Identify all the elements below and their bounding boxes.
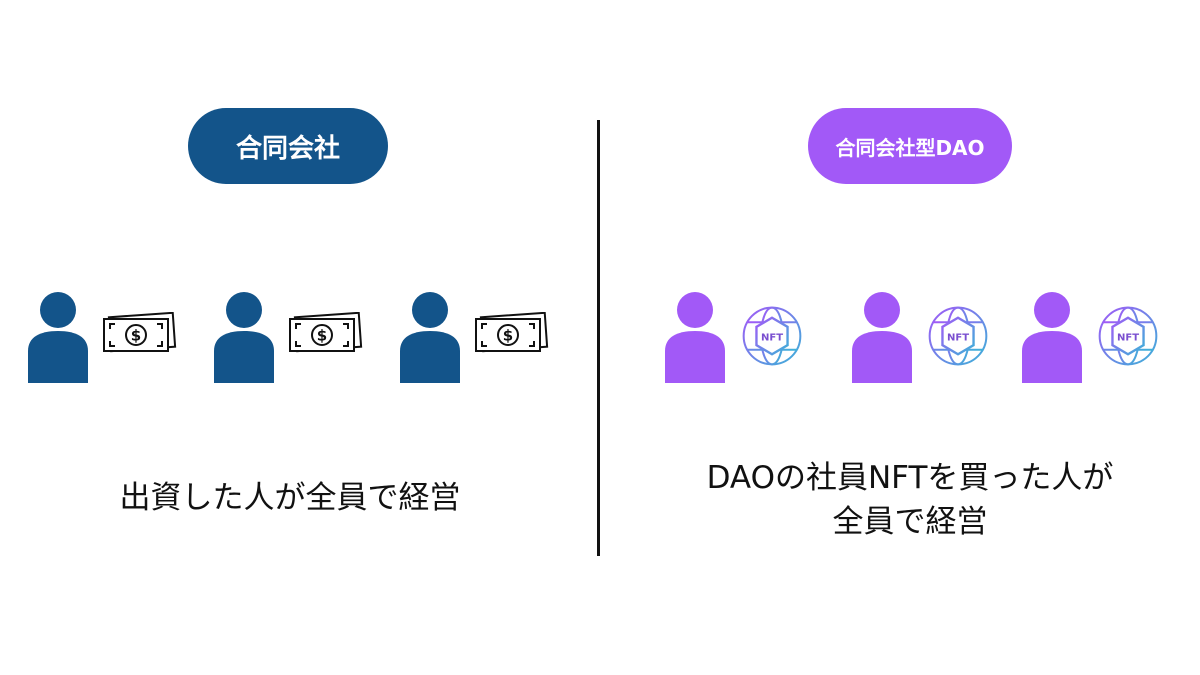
person-icon <box>1020 291 1084 383</box>
llc-dao-badge: 合同会社型DAO <box>808 108 1012 184</box>
person-icon <box>26 291 90 383</box>
person-icon <box>663 291 727 383</box>
llc-badge: 合同会社 <box>188 108 388 184</box>
llc-badge-label: 合同会社 <box>235 133 340 164</box>
llc-dao-caption-line2: 全員で経営 <box>832 504 988 540</box>
llc-caption: 出資した人が全員で経営 <box>119 480 461 516</box>
person-icon <box>212 291 276 383</box>
nft-globe-icon: NFT <box>926 304 990 368</box>
person-icon <box>850 291 914 383</box>
center-divider <box>597 120 600 556</box>
nft-globe-icon: NFT <box>740 304 804 368</box>
dollar-bill-icon <box>102 312 178 354</box>
llc-dao-caption-line1: DAOの社員NFTを買った人が <box>706 460 1114 496</box>
person-icon <box>398 291 462 383</box>
llc-dao-badge-label: 合同会社型DAO <box>835 135 985 160</box>
dollar-bill-icon <box>474 312 550 354</box>
nft-label: NFT <box>1117 333 1139 344</box>
nft-label: NFT <box>761 333 783 344</box>
nft-globe-icon: NFT <box>1096 304 1160 368</box>
llc-dao-caption: DAOの社員NFTを買った人が 全員で経営 <box>640 456 1180 544</box>
nft-label: NFT <box>947 333 969 344</box>
dollar-bill-icon <box>288 312 364 354</box>
